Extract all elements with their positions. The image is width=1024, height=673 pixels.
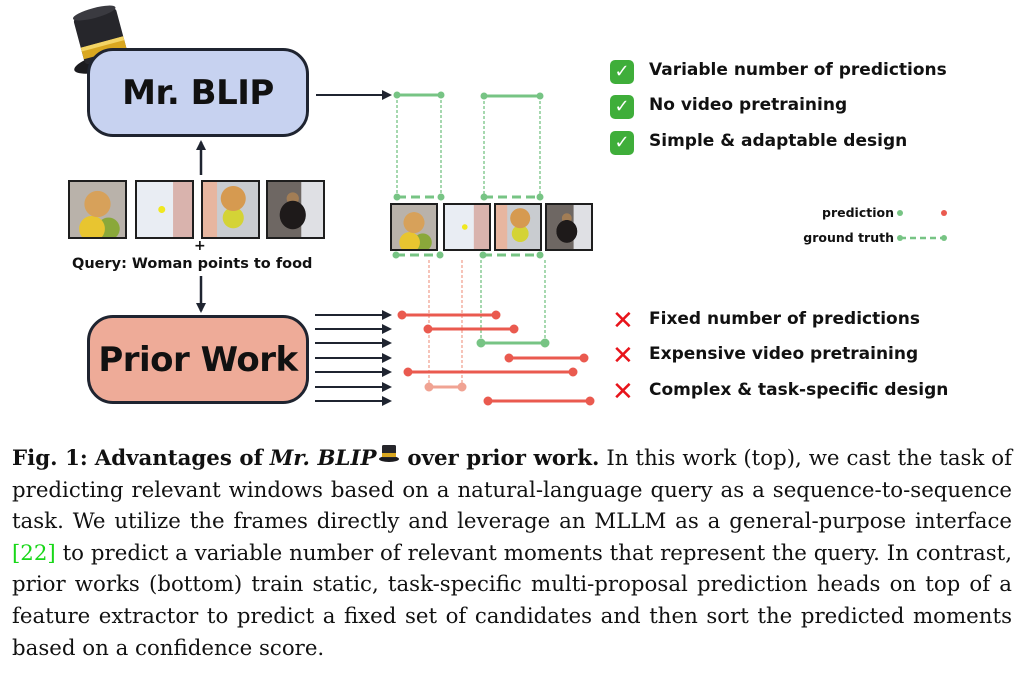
cross-icon: ✕	[612, 306, 634, 336]
mr-blip-box: Mr. BLIP	[87, 48, 309, 137]
legend-ground-truth-label: ground truth	[803, 230, 894, 245]
prior-prediction-1	[397, 310, 501, 320]
diagram-connectors	[196, 90, 947, 406]
prior-work-predictions	[397, 310, 595, 406]
input-frame-3	[201, 180, 260, 239]
caption-text-1: In this work (top), we cast the task of …	[12, 446, 1012, 535]
advantage-2: No video pretraining	[649, 95, 848, 115]
mr-blip-prediction-2	[480, 92, 544, 197]
prior-prediction-4	[504, 353, 589, 363]
check-icon: ✓	[610, 95, 634, 119]
input-frame-2	[135, 180, 194, 239]
timeline-frame-2	[443, 203, 491, 251]
cross-icon: ✕	[612, 341, 634, 371]
timeline-frame-3	[494, 203, 542, 251]
legend-ground-truth-line	[897, 235, 947, 241]
mr-blip-label: Mr. BLIP	[122, 72, 274, 113]
prior-prediction-6	[424, 382, 467, 392]
prior-prediction-3-match	[476, 338, 550, 348]
query-text: Query: Woman points to food	[72, 256, 313, 272]
caption-title-model: Mr. BLIP	[269, 446, 377, 471]
timeline-frame-4	[545, 203, 593, 251]
guide-lines	[428, 260, 546, 387]
advantage-3: Simple & adaptable design	[649, 131, 908, 151]
check-icon: ✓	[610, 131, 634, 155]
caption-title-pre: Advantages of	[94, 446, 263, 471]
caption-text-2: to predict a variable number of relevant…	[12, 540, 1012, 661]
top-hat-icon	[379, 445, 400, 462]
figure-caption: Fig. 1: Advantages of Mr. BLIP over prio…	[12, 443, 1012, 664]
timeline-frame-1	[390, 203, 438, 251]
disadvantage-3: Complex & task-specific design	[649, 380, 949, 400]
prior-prediction-5	[403, 367, 578, 377]
prior-work-box: Prior Work	[87, 315, 309, 404]
prior-work-label: Prior Work	[98, 339, 298, 380]
input-frame-4	[266, 180, 325, 239]
cross-icon: ✕	[612, 377, 634, 407]
plus-sign: +	[194, 238, 206, 254]
citation-link[interactable]: [22]	[12, 540, 56, 566]
legend-prediction-label: prediction	[822, 205, 894, 220]
prior-prediction-2	[423, 324, 519, 334]
disadvantage-1: Fixed number of predictions	[649, 309, 920, 329]
prior-prediction-7	[483, 396, 595, 406]
caption-title-post: over prior work.	[407, 446, 600, 471]
prior-work-output-arrows	[315, 310, 392, 406]
disadvantage-2: Expensive video pretraining	[649, 344, 919, 364]
legend-prediction-line	[897, 210, 947, 216]
advantage-1: Variable number of predictions	[649, 60, 947, 80]
input-frame-1	[68, 180, 127, 239]
caption-label: Fig. 1:	[12, 446, 88, 471]
mr-blip-prediction-1	[393, 91, 445, 197]
check-icon: ✓	[610, 60, 634, 84]
